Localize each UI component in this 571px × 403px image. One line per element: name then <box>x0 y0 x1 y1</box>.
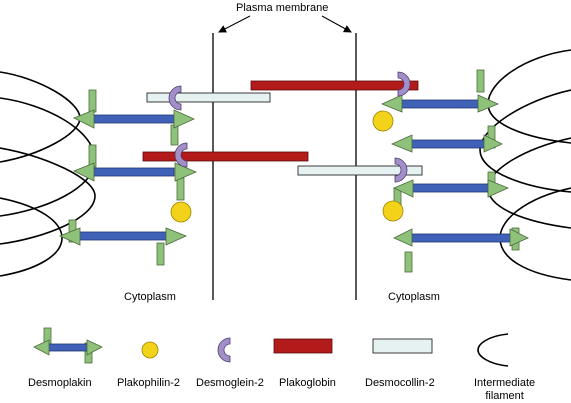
membrane-arrow-right <box>321 15 352 33</box>
right-intermediate-filaments <box>479 49 571 281</box>
plakoglobin-bars <box>142 80 419 162</box>
desmoglein-crescents <box>168 71 411 183</box>
cytoplasm-left-label: Cytoplasm <box>124 291 176 303</box>
legend-intermediate-line1: Intermediate <box>474 377 536 389</box>
legend-plakoglobin-label: Plakoglobin <box>279 377 336 389</box>
legend-intermediate-line2: filament <box>485 390 524 402</box>
legend-plakoglobin-symbol <box>273 338 333 354</box>
legend-desmocollin-label: Desmocollin-2 <box>365 377 435 389</box>
legend-desmocollin-symbol <box>372 338 433 354</box>
legend-intermediate-filament-symbol <box>477 333 509 367</box>
legend-desmoglein-symbol <box>217 337 231 363</box>
plakophilin-circles <box>170 110 404 223</box>
cytoplasm-right-label: Cytoplasm <box>388 291 440 303</box>
desmoplakin-triangles <box>58 94 529 247</box>
legend-intermediate-filament-label: Intermediate filament <box>474 377 535 403</box>
membrane-arrow-left <box>218 15 251 33</box>
legend-plakophilin-label: Plakophilin-2 <box>117 377 180 389</box>
legend-desmoplakin-symbol <box>33 327 103 364</box>
desmocollin-bars <box>146 92 423 176</box>
desmoplakin-bars <box>79 99 511 243</box>
legend-desmoplakin-label: Desmoplakin <box>28 377 92 389</box>
plasma-membrane-label: Plasma membrane <box>236 2 329 14</box>
legend-desmoglein-label: Desmoglein-2 <box>196 377 264 389</box>
legend-plakophilin-symbol <box>141 341 159 359</box>
